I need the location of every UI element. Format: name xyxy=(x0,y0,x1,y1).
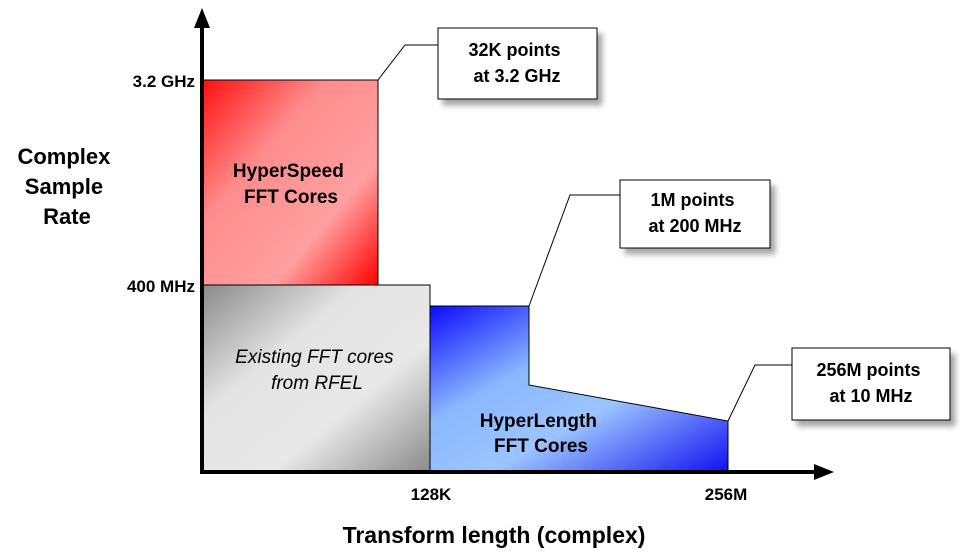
callout-leader-3 xyxy=(727,364,792,422)
x-tick-128k: 128K xyxy=(411,485,452,504)
hyperspeed-label: HyperSpeed FFT Cores xyxy=(233,161,349,208)
existing-cores-label: Existing FFT cores from RFEL xyxy=(235,347,399,394)
hyperlength-label: HyperLength FFT Cores xyxy=(480,411,602,457)
callout-256m: 256M points at 10 MHz xyxy=(791,347,951,421)
callout-leader-1 xyxy=(377,44,438,81)
y-tick-3-2ghz: 3.2 GHz xyxy=(133,72,195,91)
hyperspeed-region xyxy=(202,79,379,286)
y-axis-arrow-icon xyxy=(194,8,210,28)
svg-text:256M points at 10 MHz: 256M points at 10 MHz xyxy=(816,360,925,406)
existing-cores-region xyxy=(202,284,431,473)
callout-32k: 32K points at 3.2 GHz xyxy=(437,27,598,100)
svg-text:1M points at 200 MHz: 1M points at 200 MHz xyxy=(648,190,741,236)
callout-leader-2 xyxy=(528,194,620,307)
x-axis-title: Transform length (complex) xyxy=(343,522,646,548)
svg-text:32K points at 3.2 GHz: 32K points at 3.2 GHz xyxy=(468,40,565,86)
y-tick-400mhz: 400 MHz xyxy=(127,277,195,296)
x-axis-arrow-icon xyxy=(814,464,834,480)
y-axis-title: Complex Sample Rate xyxy=(17,144,116,229)
x-tick-256m: 256M xyxy=(705,485,748,504)
callout-1m: 1M points at 200 MHz xyxy=(619,179,771,249)
